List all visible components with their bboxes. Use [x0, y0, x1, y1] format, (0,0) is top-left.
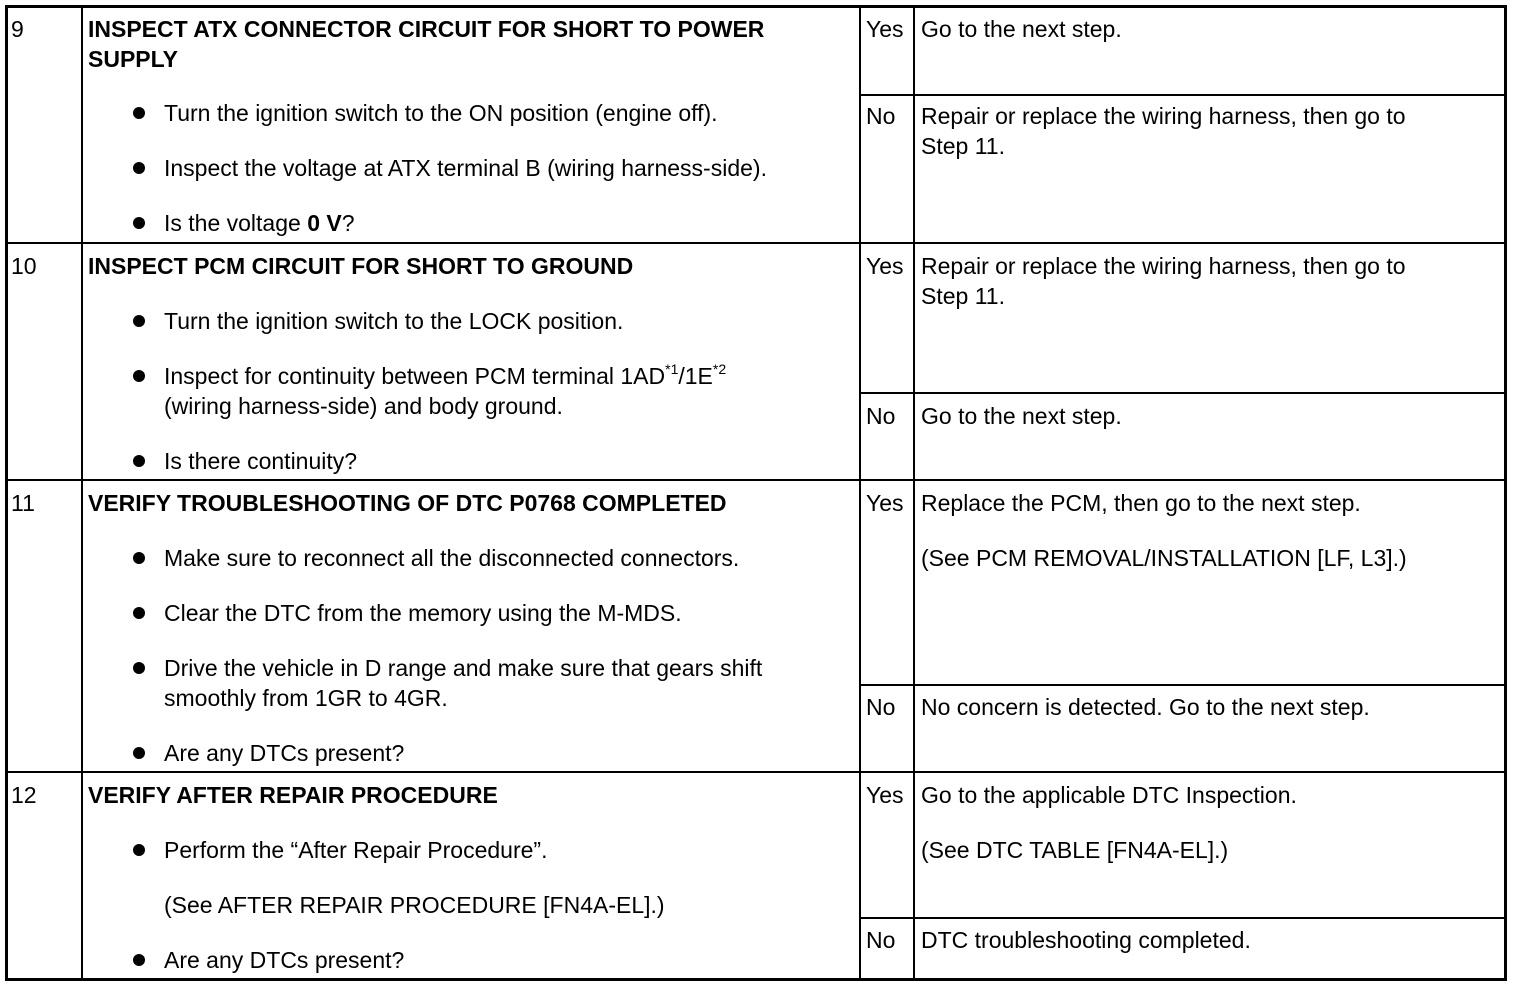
- step-number: 12: [11, 782, 37, 808]
- bullet-icon: [133, 370, 145, 382]
- step-title-continued: SUPPLY: [88, 46, 178, 72]
- row-divider: [5, 479, 1507, 481]
- question-value: 0 V: [307, 210, 342, 236]
- bullet-icon: [133, 162, 145, 174]
- step-number: 9: [11, 16, 24, 42]
- yes-no-divider: [859, 392, 1507, 394]
- bullet-icon: [133, 662, 145, 674]
- no-action: No concern is detected. Go to the next s…: [921, 694, 1370, 720]
- instruction-question: Are any DTCs present?: [164, 947, 405, 973]
- yes-no-divider: [859, 917, 1507, 919]
- instruction-item-continued: smoothly from 1GR to 4GR.: [164, 685, 448, 711]
- yes-action: Go to the applicable DTC Inspection.: [921, 782, 1297, 808]
- instruction-question: Is the voltage 0 V?: [164, 208, 355, 238]
- no-action: Go to the next step.: [921, 403, 1122, 429]
- instruction-item: Drive the vehicle in D range and make su…: [164, 655, 763, 681]
- instruction-item: Clear the DTC from the memory using the …: [164, 600, 682, 626]
- instruction-question: Are any DTCs present?: [164, 740, 405, 766]
- step-number: 11: [11, 490, 35, 516]
- bullet-icon: [133, 455, 145, 467]
- footnote-mark: *2: [712, 361, 727, 377]
- footnote-mark: *1: [665, 361, 679, 377]
- instruction-item-continued: (wiring harness-side) and body ground.: [164, 393, 563, 419]
- step-title: VERIFY TROUBLESHOOTING OF DTC P0768 COMP…: [88, 490, 727, 516]
- bullet-icon: [133, 107, 145, 119]
- row-divider: [5, 242, 1507, 244]
- instruction-text: Inspect for continuity between PCM termi…: [164, 363, 666, 389]
- yes-label: Yes: [866, 782, 904, 808]
- step-number: 10: [11, 253, 37, 279]
- troubleshooting-table: [5, 5, 1507, 981]
- yes-label: Yes: [866, 16, 904, 42]
- yes-action: Replace the PCM, then go to the next ste…: [921, 490, 1361, 516]
- yes-no-divider: [859, 94, 1507, 96]
- row-divider: [5, 771, 1507, 773]
- instruction-reference: (See AFTER REPAIR PROCEDURE [FN4A-EL].): [164, 892, 665, 918]
- yes-reference: (See PCM REMOVAL/INSTALLATION [LF, L3].): [921, 545, 1407, 571]
- yes-action: Go to the next step.: [921, 16, 1122, 42]
- instruction-item: Perform the “After Repair Procedure”.: [164, 837, 548, 863]
- question-mark: ?: [341, 210, 355, 236]
- bullet-icon: [133, 607, 145, 619]
- instruction-item: Make sure to reconnect all the disconnec…: [164, 545, 740, 571]
- question-text: Is the voltage: [164, 210, 308, 236]
- instruction-item: Turn the ignition switch to the LOCK pos…: [164, 308, 624, 334]
- yes-action-continued: Step 11.: [921, 283, 1005, 309]
- instruction-text: /1E: [678, 363, 713, 389]
- instruction-question: Is there continuity?: [164, 448, 358, 474]
- bullet-icon: [133, 844, 145, 856]
- yes-action: Repair or replace the wiring harness, th…: [921, 253, 1406, 279]
- column-divider-result: [859, 5, 861, 981]
- bullet-icon: [133, 315, 145, 327]
- no-action-continued: Step 11.: [921, 133, 1005, 159]
- no-action: DTC troubleshooting completed.: [921, 927, 1251, 953]
- no-label: No: [866, 403, 896, 429]
- bullet-icon: [133, 954, 145, 966]
- step-title: INSPECT ATX CONNECTOR CIRCUIT FOR SHORT …: [88, 16, 765, 42]
- no-label: No: [866, 103, 896, 129]
- step-title: VERIFY AFTER REPAIR PROCEDURE: [88, 782, 498, 808]
- instruction-item: Turn the ignition switch to the ON posit…: [164, 100, 718, 126]
- yes-label: Yes: [866, 253, 904, 279]
- yes-no-divider: [859, 684, 1507, 686]
- bullet-icon: [133, 552, 145, 564]
- step-title: INSPECT PCM CIRCUIT FOR SHORT TO GROUND: [88, 253, 634, 279]
- no-action: Repair or replace the wiring harness, th…: [921, 103, 1406, 129]
- instruction-item: Inspect for continuity between PCM termi…: [164, 361, 726, 394]
- no-label: No: [866, 694, 896, 720]
- column-divider-step: [81, 5, 83, 981]
- column-divider-action: [913, 5, 915, 981]
- no-label: No: [866, 927, 896, 953]
- bullet-icon: [133, 747, 145, 759]
- bullet-icon: [133, 217, 145, 229]
- yes-reference: (See DTC TABLE [FN4A-EL].): [921, 837, 1229, 863]
- yes-label: Yes: [866, 490, 904, 516]
- instruction-item: Inspect the voltage at ATX terminal B (w…: [164, 155, 767, 181]
